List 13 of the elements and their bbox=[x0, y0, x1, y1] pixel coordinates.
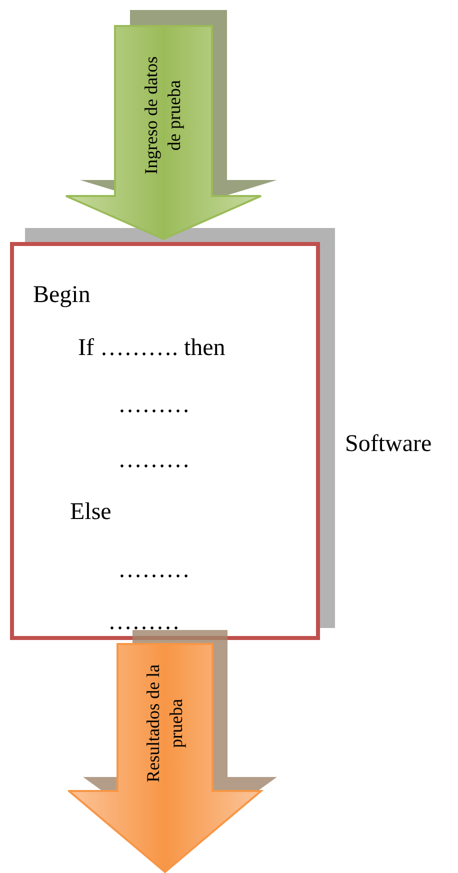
box-caption: Software bbox=[345, 432, 432, 456]
code-line: ……… bbox=[118, 448, 190, 472]
code-box bbox=[10, 242, 320, 640]
code-line: ……… bbox=[118, 393, 190, 417]
block-arrow bbox=[65, 10, 278, 241]
code-line: ……… bbox=[108, 610, 180, 634]
arrow-label: Ingreso de datos de prueba bbox=[140, 55, 185, 176]
code-line: ……… bbox=[118, 558, 190, 582]
code-line: Else bbox=[70, 500, 112, 524]
code-line: Begin bbox=[33, 283, 90, 307]
block-arrow bbox=[68, 630, 278, 873]
arrow-label: Resultados de la prueba bbox=[142, 663, 187, 784]
code-line: If ………. then bbox=[78, 336, 226, 360]
